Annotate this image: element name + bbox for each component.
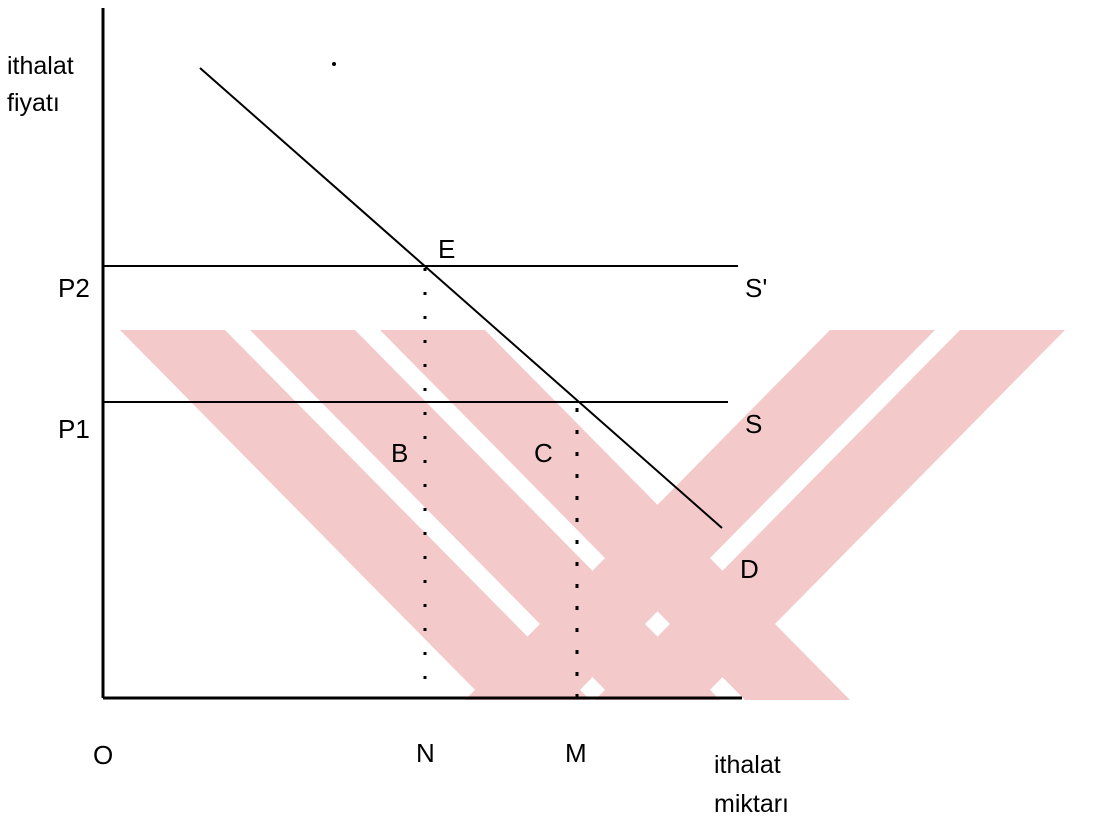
y-axis-label-line1: ithalat: [7, 52, 74, 80]
point-label-c: C: [534, 438, 553, 468]
x-axis-label-line2: miktarı: [714, 790, 789, 818]
stray-dot: [332, 62, 336, 66]
watermark-stripe-4: [465, 330, 935, 700]
price-label-p1: P1: [58, 414, 90, 444]
quantity-label-n: N: [416, 738, 435, 768]
quantity-label-m: M: [565, 738, 587, 768]
demand-line-d: [199, 67, 723, 529]
point-label-b: B: [391, 438, 408, 468]
watermark-logo: [120, 330, 1065, 700]
watermark-stripe-5: [595, 330, 1065, 700]
curve-label-s-prime: S': [745, 273, 767, 303]
watermark-stripe-1: [120, 330, 590, 700]
point-label-e: E: [438, 234, 455, 264]
curve-label-d: D: [740, 554, 759, 584]
origin-label: O: [93, 740, 113, 770]
x-axis-label-line1: ithalat: [714, 751, 781, 779]
price-label-p2: P2: [58, 273, 90, 303]
y-axis-label-line2: fiyatı: [7, 89, 60, 117]
curve-label-s: S: [745, 409, 762, 439]
